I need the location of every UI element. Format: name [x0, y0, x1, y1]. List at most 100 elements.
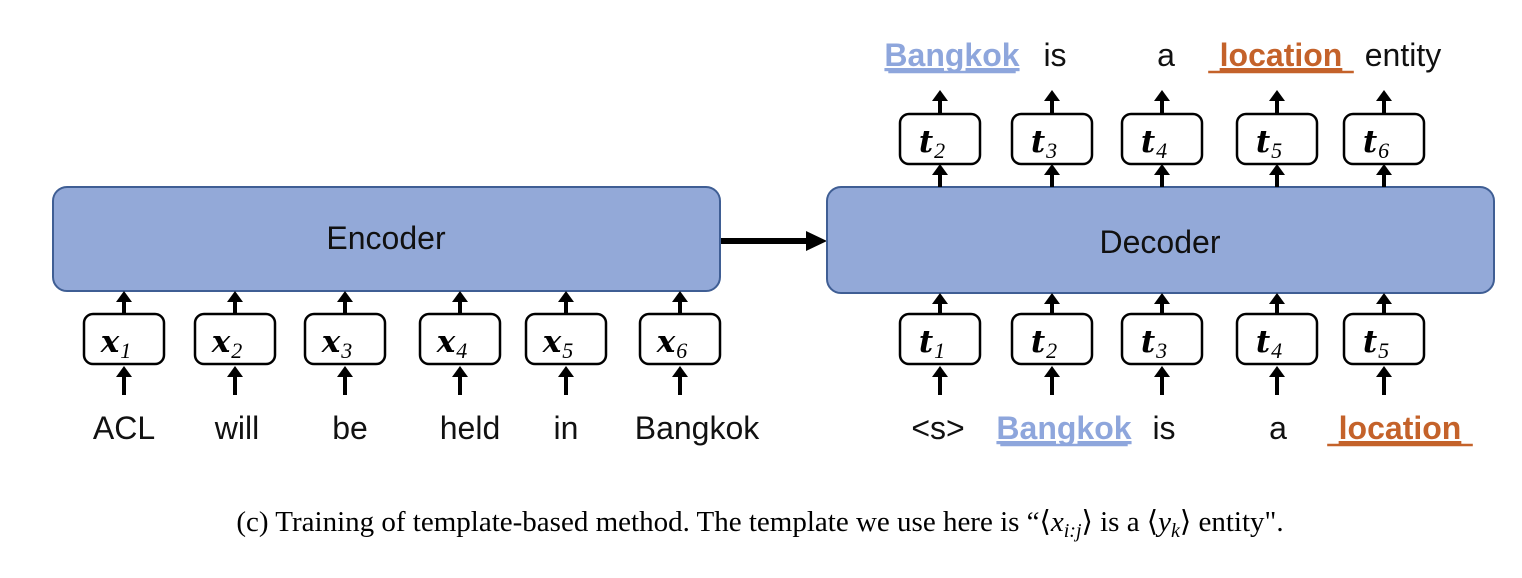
- unit-label: t2: [1031, 324, 1057, 363]
- decoder-output-unit-box: t5: [1235, 112, 1319, 166]
- decoder-input-unit-box: t5: [1342, 312, 1426, 366]
- encoder-input-token: held: [440, 410, 501, 446]
- unit-var: t: [1031, 124, 1046, 160]
- arrow-token-to-unit: [1154, 366, 1170, 395]
- caption-prefix: (c) Training of template-based method. T…: [236, 506, 1050, 538]
- arrow-decoder-to-unit: [1376, 164, 1392, 187]
- unit-sub: 3: [340, 338, 352, 363]
- unit-sub: 2: [231, 338, 242, 363]
- unit-sub: 4: [456, 338, 467, 363]
- unit-label: x1: [100, 324, 131, 363]
- arrow-unit-to-token: [1154, 90, 1170, 114]
- unit-var: t: [1256, 124, 1271, 160]
- unit-sub: 5: [1271, 138, 1282, 163]
- encoder-unit-box: x4: [418, 312, 502, 366]
- unit-label: t2: [919, 124, 945, 163]
- decoder-input-unit-box: t4: [1235, 312, 1319, 366]
- unit-label: x3: [321, 324, 352, 363]
- encoder-to-decoder-arrow: [721, 231, 827, 251]
- unit-label: x6: [656, 324, 687, 363]
- decoder-input-unit-box: t2: [1010, 312, 1094, 366]
- encoder-input-token: Bangkok: [635, 410, 761, 446]
- unit-label: t3: [1031, 124, 1057, 163]
- unit-label: t1: [919, 324, 945, 363]
- unit-label: t5: [1363, 324, 1389, 363]
- arrow-unit-to-decoder: [1154, 293, 1170, 314]
- unit-var: x: [436, 324, 456, 360]
- unit-sub: 5: [562, 338, 573, 363]
- arrow-unit-to-token: [1269, 90, 1285, 114]
- arrow-unit-to-token: [1044, 90, 1060, 114]
- arrow-unit-to-encoder: [337, 291, 353, 314]
- unit-sub: 1: [120, 338, 131, 363]
- unit-sub: 6: [676, 338, 687, 363]
- unit-sub: 2: [934, 138, 945, 163]
- unit-label: t4: [1141, 124, 1167, 163]
- arrow-unit-to-token: [932, 90, 948, 114]
- encoder-unit-box: x5: [524, 312, 608, 366]
- encoder-unit-box: x2: [193, 312, 277, 366]
- unit-var: t: [1363, 124, 1378, 160]
- unit-sub: 1: [934, 338, 945, 363]
- caption-suffix: ⟩ entity".: [1180, 506, 1284, 538]
- decoder-output-unit-column: t6 entity: [1342, 37, 1441, 187]
- unit-var: x: [656, 324, 676, 360]
- decoder-label: Decoder: [1100, 224, 1221, 260]
- unit-sub: 3: [1155, 338, 1167, 363]
- arrow-token-to-unit: [227, 366, 243, 395]
- arrow-token-to-unit: [337, 366, 353, 395]
- arrow-token-to-unit: [672, 366, 688, 395]
- arrow-unit-to-encoder: [672, 291, 688, 314]
- decoder-output-token: is: [1043, 37, 1066, 73]
- unit-var: t: [919, 324, 934, 360]
- encoder-unit-box: x3: [303, 312, 387, 366]
- encoder-unit-box: x1: [82, 312, 166, 366]
- decoder-input-unit-column: t4a: [1235, 293, 1319, 446]
- arrow-token-to-unit: [1269, 366, 1285, 395]
- unit-var: x: [321, 324, 341, 360]
- arrow-decoder-to-unit: [1269, 164, 1285, 187]
- arrow-unit-to-encoder: [116, 291, 132, 314]
- encoder-input-token: be: [332, 410, 368, 446]
- encoder-unit-column: x3 be: [303, 291, 387, 446]
- unit-var: t: [1141, 124, 1156, 160]
- arrow-token-to-unit: [1376, 366, 1392, 395]
- unit-sub: 3: [1045, 138, 1057, 163]
- arrow-token-to-unit: [1044, 366, 1060, 395]
- arrow-unit-to-decoder: [1269, 293, 1285, 314]
- unit-label: x5: [542, 324, 573, 363]
- arrow-token-to-unit: [558, 366, 574, 395]
- caption-label-sub: k: [1171, 520, 1181, 542]
- encoder-block: Encoder: [52, 186, 721, 292]
- unit-sub: 6: [1378, 138, 1389, 163]
- unit-var: x: [542, 324, 562, 360]
- arrow-unit-to-encoder: [452, 291, 468, 314]
- caption-span-var: x: [1050, 506, 1064, 538]
- caption-label-var: y: [1155, 506, 1171, 538]
- decoder-input-unit-box: t3: [1120, 312, 1204, 366]
- decoder-input-token: Bangkok: [996, 410, 1131, 446]
- arrow-unit-to-encoder: [558, 291, 574, 314]
- arrow-unit-to-encoder: [227, 291, 243, 314]
- unit-var: t: [1141, 324, 1156, 360]
- arrow-decoder-to-unit: [1154, 164, 1170, 187]
- decoder-output-token: entity: [1365, 37, 1441, 73]
- decoder-output-unit-box: t4: [1120, 112, 1204, 166]
- decoder-output-unit-column: t4 a: [1120, 37, 1204, 187]
- arrow-decoder-to-unit: [932, 164, 948, 187]
- figure-caption: (c) Training of template-based method. T…: [236, 506, 1283, 542]
- decoder-input-unit-column: t1<s>: [898, 293, 982, 446]
- decoder-output-token: location: [1220, 37, 1343, 73]
- decoder-output-token: a: [1157, 37, 1175, 73]
- unit-var: x: [100, 324, 120, 360]
- encoder-input-token: ACL: [93, 410, 155, 446]
- unit-var: t: [919, 124, 934, 160]
- encoder-label: Encoder: [326, 220, 446, 256]
